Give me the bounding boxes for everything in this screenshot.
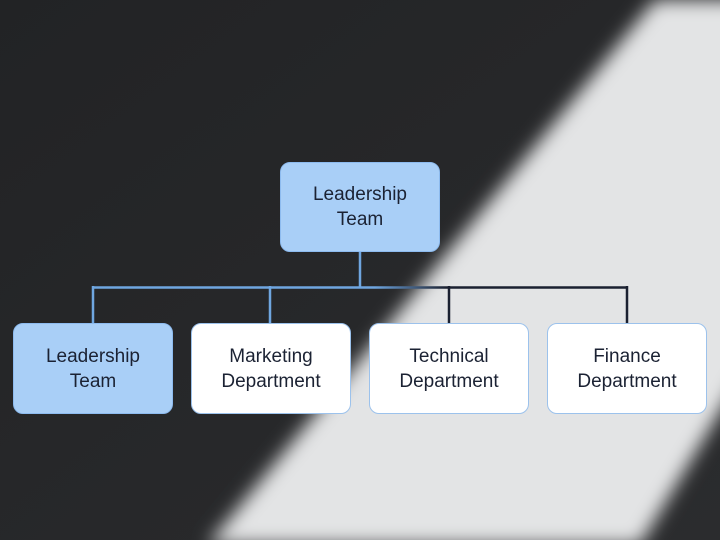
node-label-line1: Leadership bbox=[45, 345, 141, 367]
node-root-leadership-team: Leadership Team bbox=[280, 162, 440, 252]
node-child-finance-department: Finance Department bbox=[547, 323, 707, 414]
node-child-leadership-team: Leadership Team bbox=[13, 323, 173, 414]
node-label-line1: Marketing bbox=[229, 345, 313, 367]
node-label-line2: Department bbox=[577, 370, 677, 392]
node-label-line2: Department bbox=[399, 370, 499, 392]
node-label-line1: Leadership bbox=[312, 184, 408, 205]
node-child-marketing-department: Marketing Department bbox=[191, 323, 351, 414]
node-label-line2: Team bbox=[69, 370, 117, 392]
node-label-line1: Technical bbox=[409, 345, 489, 367]
node-label-line2: Team bbox=[336, 209, 384, 230]
node-child-technical-department: Technical Department bbox=[369, 323, 529, 414]
node-label-line2: Department bbox=[221, 370, 321, 392]
node-label-line1: Finance bbox=[593, 345, 661, 367]
